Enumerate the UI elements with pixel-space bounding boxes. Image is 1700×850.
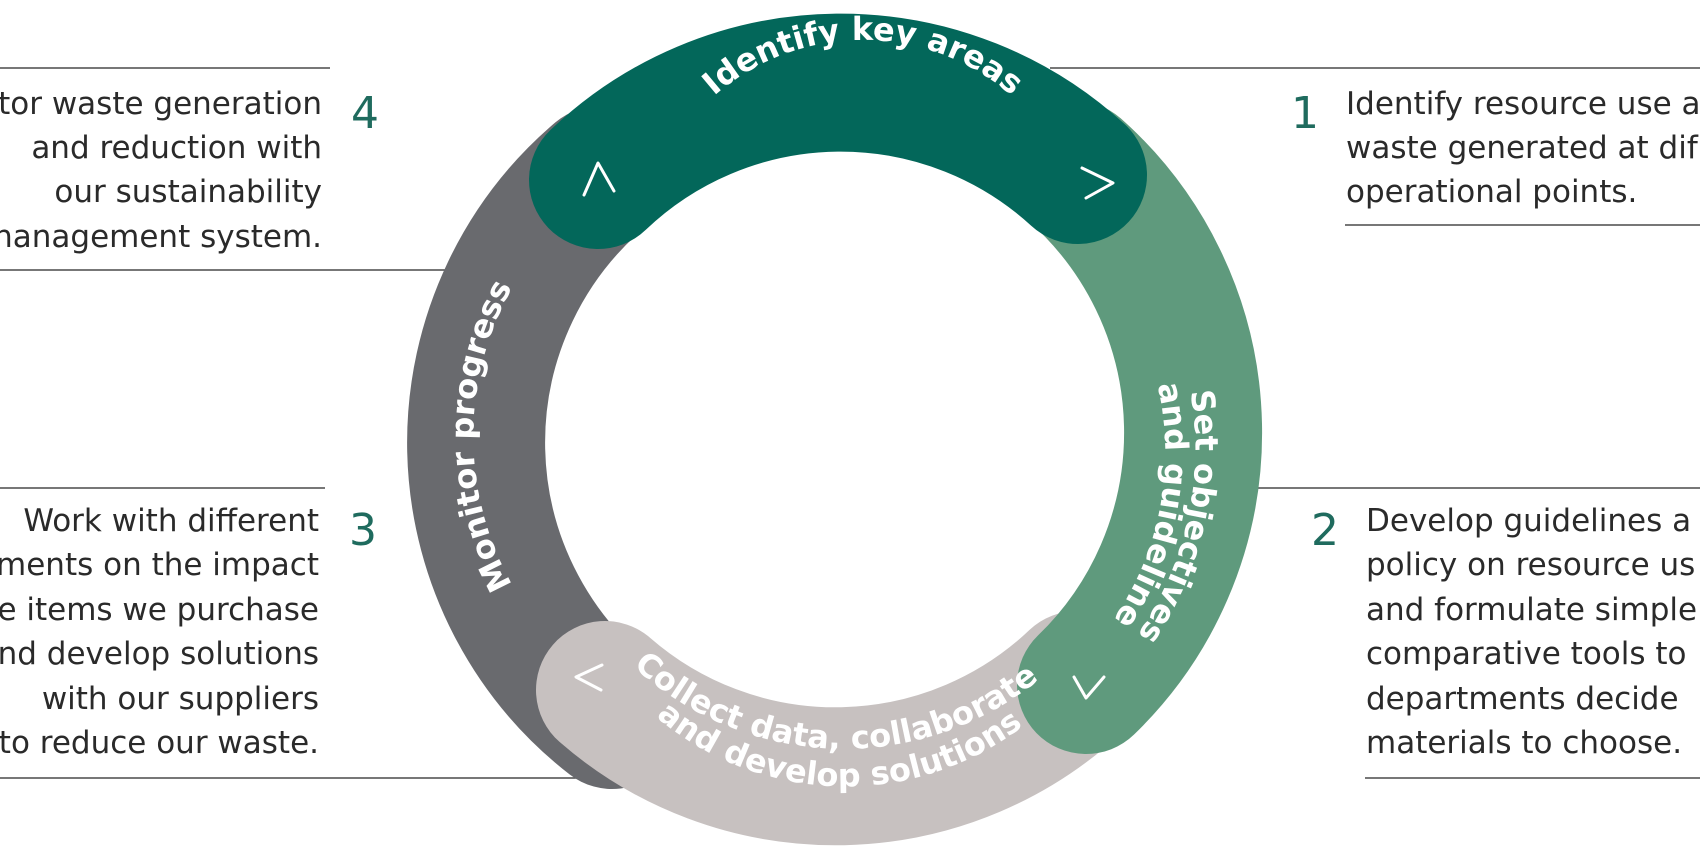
chevron-arrows [574, 161, 1115, 700]
step-3-description: Work with different ments on the impact … [0, 503, 319, 761]
step-4-description-line: and reduction with [31, 130, 322, 166]
segment-collect-data [536, 611, 1146, 846]
step-4-description: tor waste generation and reduction with … [0, 86, 322, 255]
step-number-4: 4 [351, 88, 379, 139]
step-1-description-line: operational points. [1346, 174, 1637, 210]
step-2-description-line: materials to choose. [1366, 725, 1682, 761]
chevron-arrow-icon [1080, 166, 1115, 200]
connector-lines [0, 67, 1700, 779]
cycle-ring [407, 13, 1263, 846]
step-2-description-line: Develop guidelines a [1366, 503, 1691, 539]
step-3-description-line: e items we purchase [0, 592, 319, 628]
step-3-description-line: ments on the impact [0, 547, 319, 583]
step-2-description-line: and formulate simple [1366, 592, 1697, 628]
step-4-description-line: tor waste generation [0, 86, 322, 122]
step-2-description-line: policy on resource us [1366, 547, 1695, 583]
segment-identify-key-areas [529, 13, 1147, 249]
step-4-description-line: our sustainability [54, 174, 322, 210]
chevron-arrow-icon [582, 161, 616, 197]
step-1-description-line: waste generated at dif [1346, 130, 1699, 166]
step-2-description: Develop guidelines a policy on resource … [1366, 503, 1697, 761]
chevron-arrow-icon [1072, 675, 1106, 700]
step-3-description-line: nd develop solutions [0, 636, 319, 672]
step-3-description-line: to reduce our waste. [0, 725, 319, 761]
step-3-description-line: with our suppliers [42, 681, 319, 717]
step-4-description-line: nanagement system. [0, 219, 322, 255]
step-3-description-line: Work with different [23, 503, 319, 539]
step-number-2: 2 [1311, 505, 1339, 556]
step-2-description-line: comparative tools to [1366, 636, 1687, 672]
step-1-description-line: Identify resource use a [1346, 86, 1700, 122]
step-number-3: 3 [349, 505, 377, 556]
step-1-description: Identify resource use a waste generated … [1346, 86, 1700, 210]
step-2-description-line: departments decide [1366, 681, 1679, 717]
step-number-1: 1 [1291, 88, 1319, 139]
chevron-arrow-icon [574, 663, 604, 692]
segment-set-objectives [1006, 101, 1263, 754]
